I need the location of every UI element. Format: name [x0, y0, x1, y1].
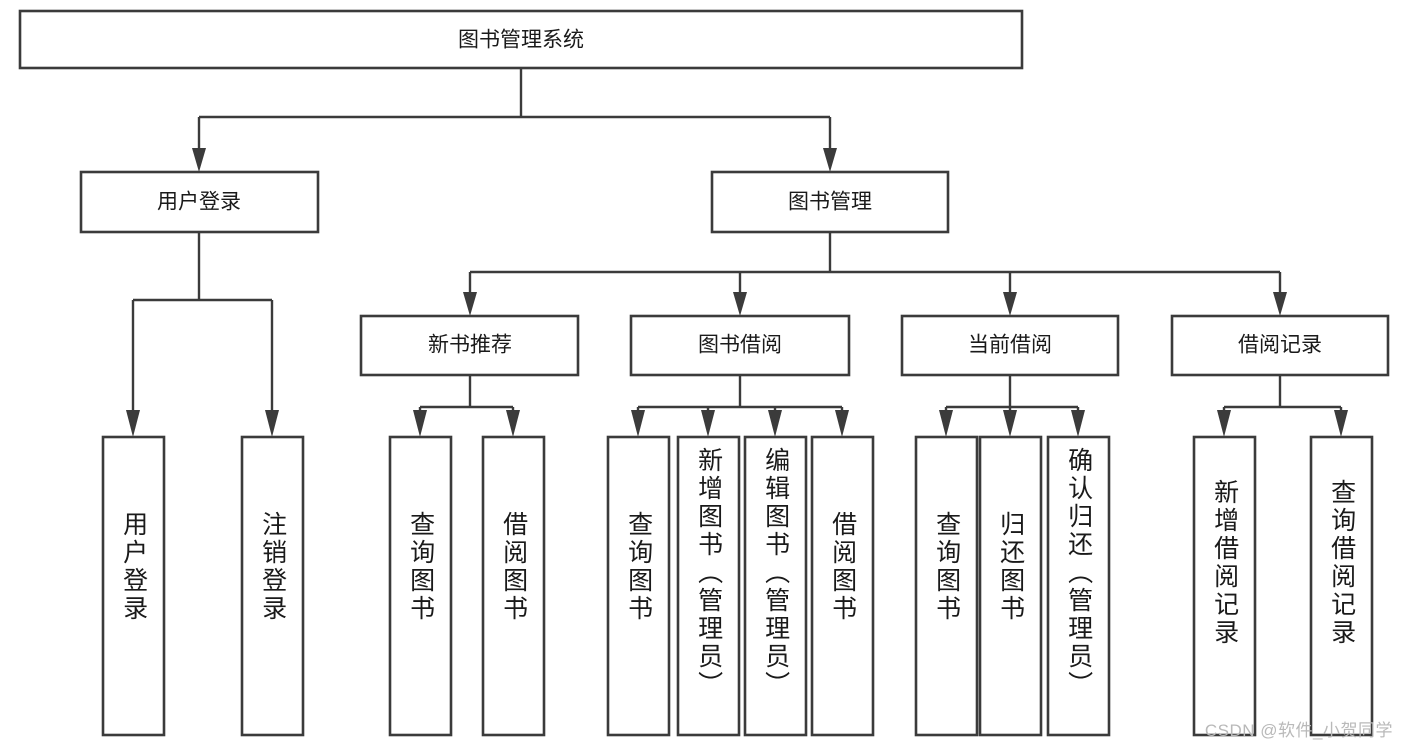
leaf-current-borrow-2[interactable] — [1046, 435, 1111, 737]
arrow-new-book-leaf-1 — [506, 410, 520, 437]
leaf-user-login-0[interactable] — [101, 435, 166, 737]
arrow-current-borrow-leaf-2 — [1071, 410, 1085, 437]
arrow-book-mgmt-child-0 — [463, 292, 477, 316]
arrow-book-borrow-leaf-3 — [835, 410, 849, 437]
node-book-borrow-label: 图书借阅 — [698, 334, 782, 357]
node-borrow-record[interactable] — [1170, 314, 1390, 377]
node-book-management-label: 图书管理 — [788, 191, 872, 214]
arrow-borrow-record-leaf-0 — [1217, 410, 1231, 437]
arrow-book-borrow-leaf-2 — [768, 410, 782, 437]
node-root-system[interactable] — [18, 9, 1024, 70]
arrow-root-to-user-login — [192, 148, 206, 172]
arrow-book-borrow-leaf-0 — [631, 410, 645, 437]
arrow-new-book-leaf-0 — [413, 410, 427, 437]
leaf-borrow-record-1[interactable] — [1309, 435, 1374, 737]
node-book-management[interactable] — [710, 170, 950, 234]
arrow-current-borrow-leaf-0 — [939, 410, 953, 437]
arrow-book-mgmt-child-3 — [1273, 292, 1287, 316]
leaf-borrow-record-0[interactable] — [1192, 435, 1257, 737]
node-root-system-label: 图书管理系统 — [458, 29, 584, 52]
connector-group-borrow-record — [1217, 375, 1348, 437]
leaf-book-borrow-2[interactable] — [743, 435, 808, 737]
leaf-current-borrow-1[interactable] — [978, 435, 1043, 737]
arrow-current-borrow-leaf-1 — [1003, 410, 1017, 437]
connector-group-new-book — [413, 375, 520, 437]
leaf-user-login-1[interactable] — [240, 435, 305, 737]
leaf-book-borrow-3[interactable] — [810, 435, 875, 737]
connector-group-book-mgmt — [463, 232, 1287, 316]
arrow-user-login-leaf-0 — [126, 410, 140, 437]
arrow-book-mgmt-child-1 — [733, 292, 747, 316]
node-current-borrow-label: 当前借阅 — [968, 334, 1052, 357]
arrow-book-borrow-leaf-1 — [701, 410, 715, 437]
node-new-book-recommend[interactable] — [359, 314, 580, 377]
leaf-current-borrow-0[interactable] — [914, 435, 979, 737]
leaf-book-borrow-1[interactable] — [676, 435, 741, 737]
connector-group-book-borrow — [631, 375, 849, 437]
arrow-user-login-leaf-1 — [265, 410, 279, 437]
connector-group-root — [192, 68, 837, 172]
leaf-new-book-0[interactable] — [388, 435, 453, 737]
leaf-new-book-1[interactable] — [481, 435, 546, 737]
watermark-text: CSDN @软件_小贺同学 — [1204, 721, 1393, 740]
arrow-borrow-record-leaf-1 — [1334, 410, 1348, 437]
arrow-book-mgmt-child-2 — [1003, 292, 1017, 316]
connector-group-user-login — [126, 232, 279, 437]
node-user-login[interactable] — [79, 170, 320, 234]
node-borrow-record-label: 借阅记录 — [1238, 334, 1322, 357]
arrow-root-to-book-mgmt — [823, 148, 837, 172]
node-new-book-recommend-label: 新书推荐 — [428, 334, 512, 357]
node-book-borrow[interactable] — [629, 314, 851, 377]
connector-group-current-borrow — [939, 375, 1085, 437]
node-current-borrow[interactable] — [900, 314, 1120, 377]
node-user-login-label: 用户登录 — [157, 191, 241, 214]
leaf-book-borrow-0[interactable] — [606, 435, 671, 737]
